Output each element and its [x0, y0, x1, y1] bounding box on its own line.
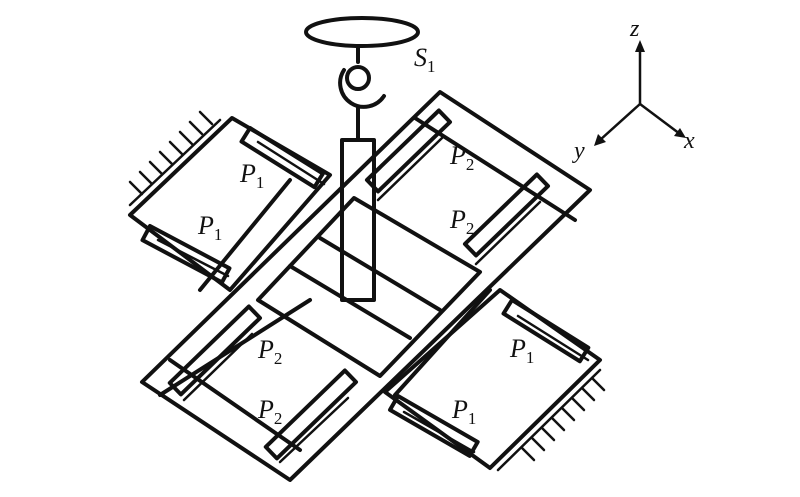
- p1-lr-slider-bottom-rail: [402, 410, 476, 454]
- central-platform-bar-2: [288, 264, 412, 340]
- plate-diagonal-a: [140, 90, 592, 482]
- p1-lr-slider-bottom: [388, 394, 480, 458]
- label-p2-b: P2: [449, 205, 474, 238]
- spindle-ring-joint: [345, 65, 371, 91]
- p1-upper-left: [128, 110, 332, 292]
- label-p1-c: P1: [509, 334, 534, 367]
- label-p1-b: P1: [197, 211, 222, 244]
- plate-b-edge-1: [198, 178, 292, 292]
- axis-y-arrow: [594, 134, 606, 146]
- plate-b-edge-3: [158, 298, 312, 397]
- labels: S1 P1 P1 P1 P1 P2 P2 P2 P2: [197, 43, 534, 428]
- p2-sliders: [167, 108, 550, 464]
- p1-lower-right: [383, 288, 606, 472]
- spindle-disk: [304, 16, 420, 48]
- coordinate-axes: z y x: [572, 16, 695, 164]
- p1-ul-ground-hatch: [128, 110, 222, 207]
- p2-slider-lower-1: [167, 304, 262, 397]
- p1-lr-ground-hatch: [496, 368, 606, 472]
- spindle-ring-arc: [338, 68, 386, 109]
- p2-slider-upper-1: [364, 108, 452, 194]
- p1-lr-slider-top-rail: [516, 314, 590, 362]
- label-p2-d: P2: [257, 395, 282, 428]
- label-p2-a: P2: [449, 141, 474, 174]
- central-platform: [256, 196, 482, 378]
- plate-a-inner-rail-1: [413, 116, 577, 222]
- axis-x-line: [638, 102, 682, 136]
- p1-lr-slider-top: [501, 298, 591, 364]
- central-platform-bar-1: [318, 236, 442, 312]
- axis-x-arrow: [674, 128, 686, 138]
- axis-z-arrow: [635, 40, 645, 52]
- moving-platform: [140, 90, 592, 482]
- label-s1: S1: [414, 43, 436, 76]
- label-p1-d: P1: [451, 395, 476, 428]
- p2-slider-upper-2: [462, 172, 550, 258]
- p1-lr-base: [383, 288, 602, 470]
- p1-ul-base: [128, 116, 332, 292]
- axis-y-line: [598, 102, 642, 142]
- plate-a-inner-rail-2: [168, 358, 302, 452]
- p1-ul-slider-bottom-rail: [156, 238, 230, 278]
- p2-slider-lower-2: [263, 368, 358, 461]
- label-p2-c: P2: [257, 335, 282, 368]
- axis-y-label: y: [572, 138, 585, 164]
- label-p1-a: P1: [239, 159, 264, 192]
- spindle-s1: [304, 16, 420, 302]
- axis-z-label: z: [629, 16, 640, 42]
- axis-x-label: x: [683, 128, 695, 154]
- p1-ul-slider-top-rail: [256, 140, 326, 186]
- spindle-column: [340, 138, 376, 302]
